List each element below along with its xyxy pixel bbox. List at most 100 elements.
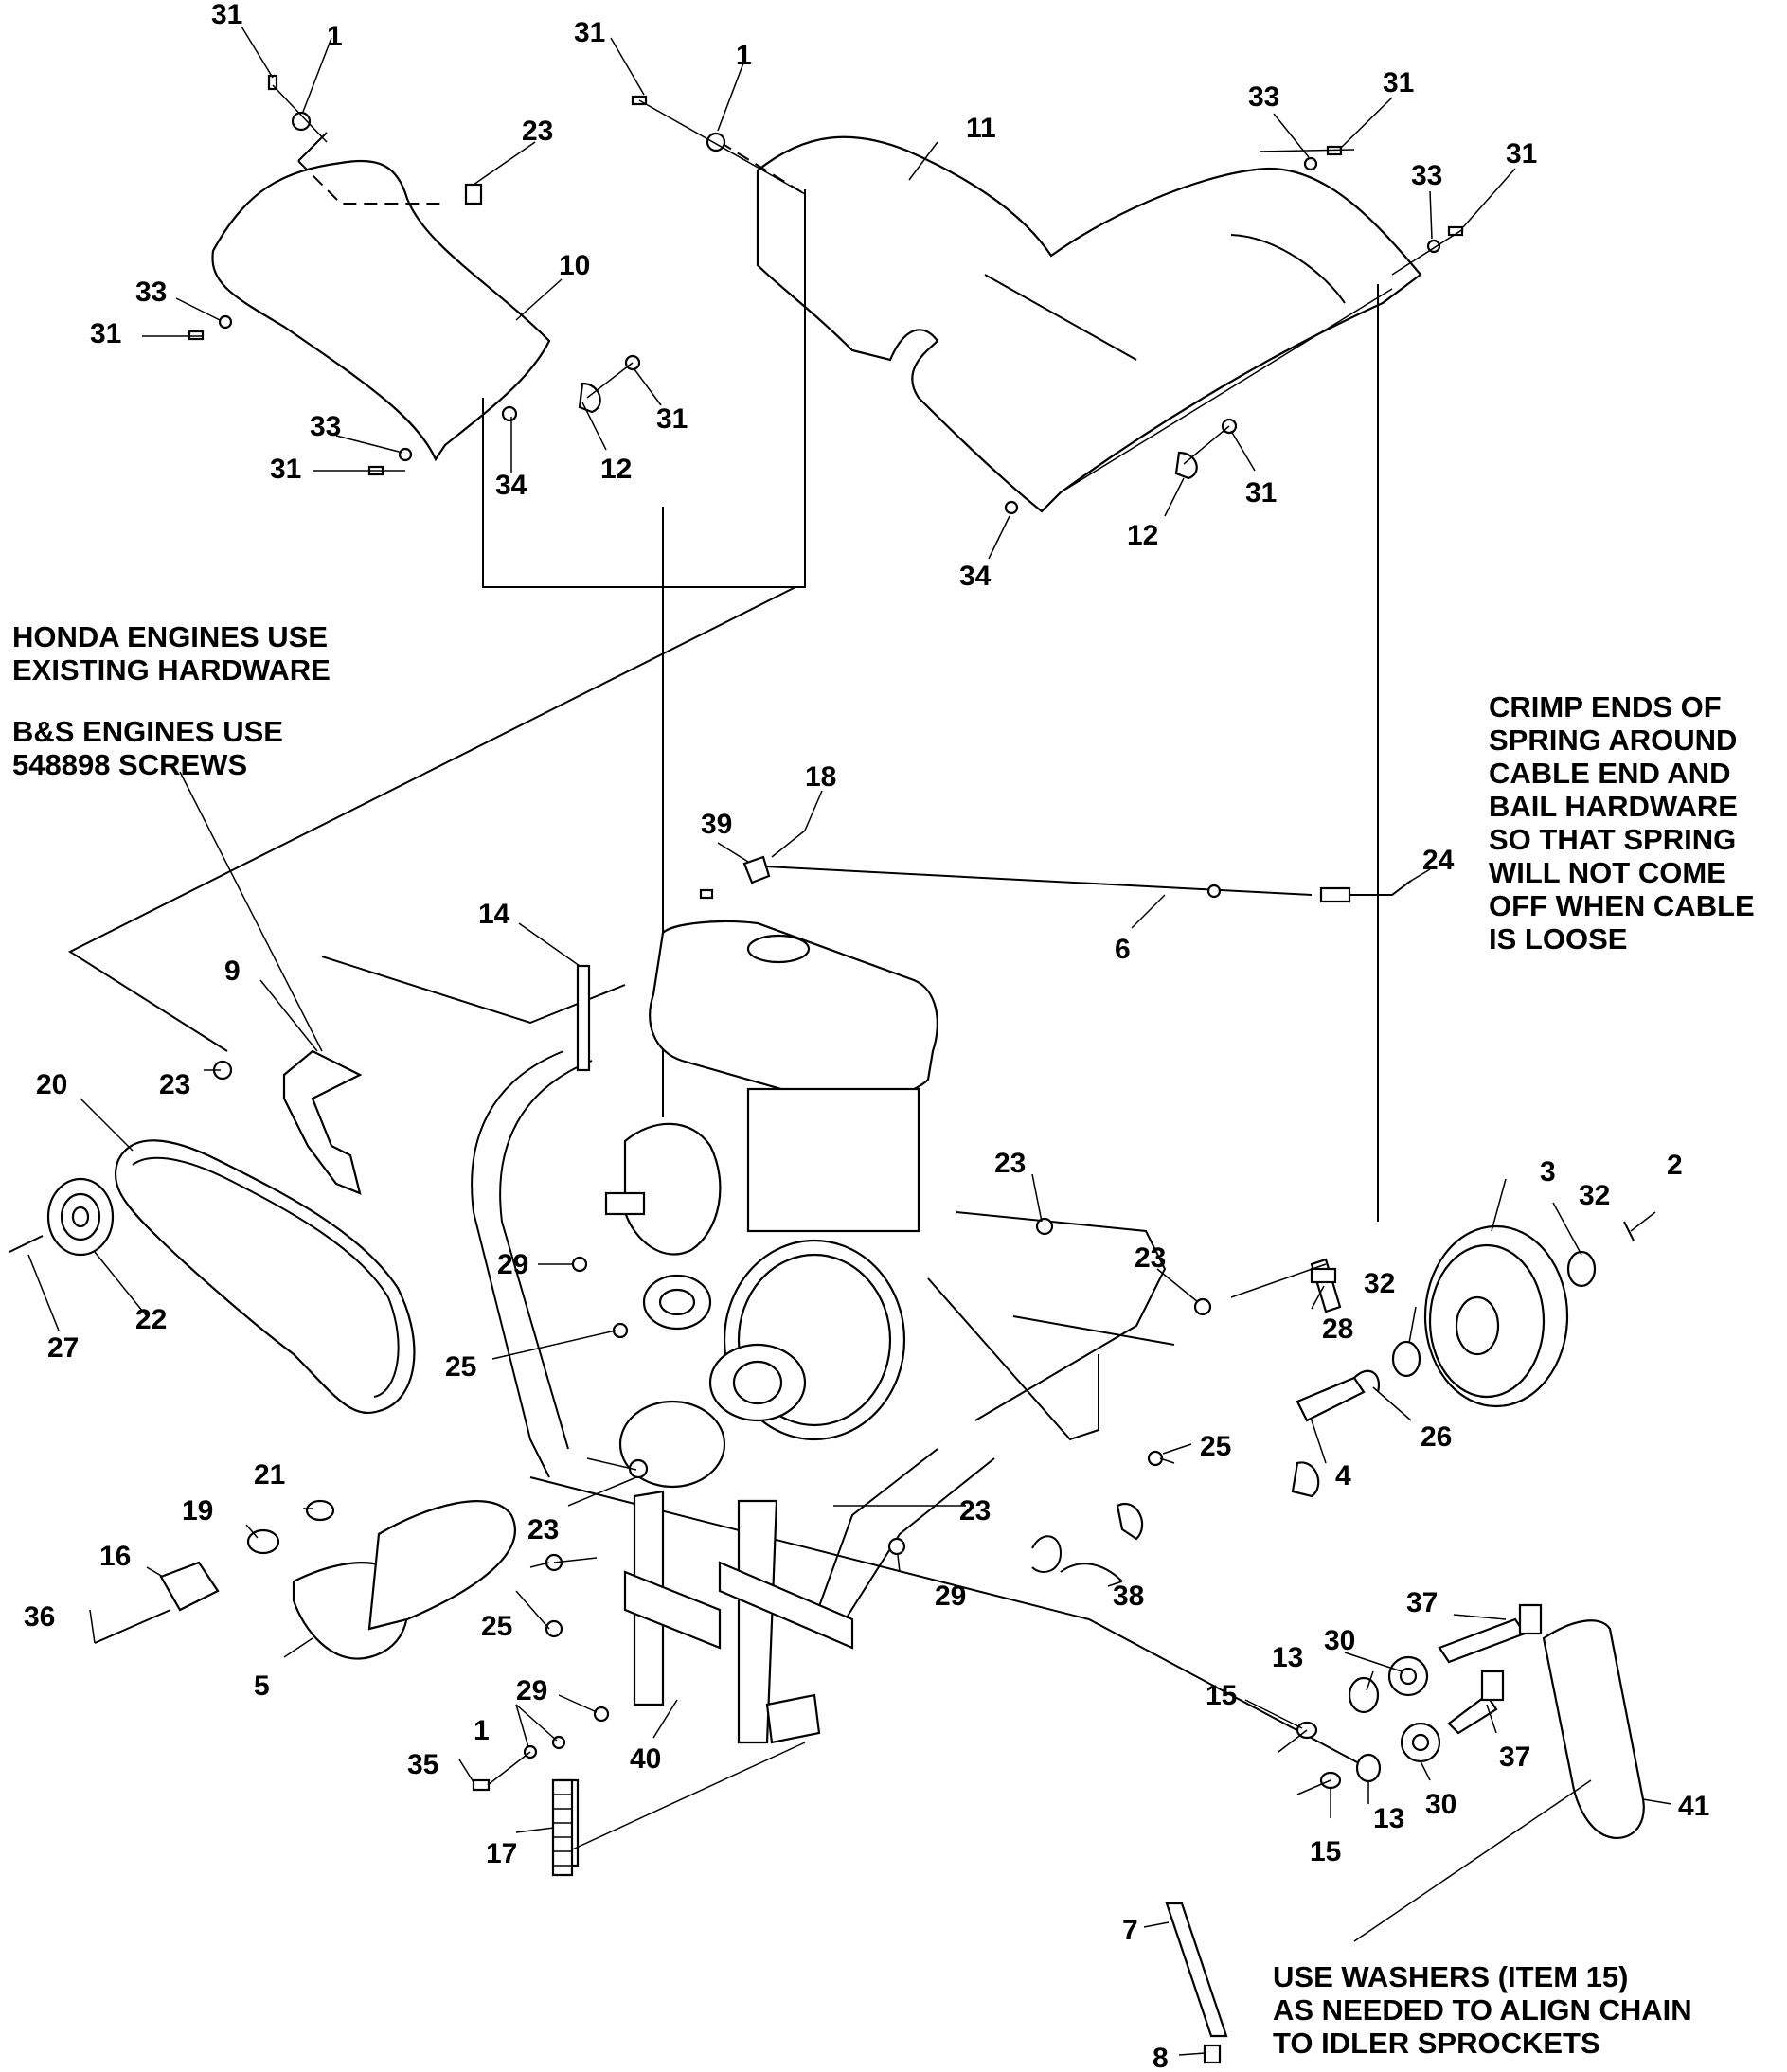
callout-9: 9 <box>224 956 241 987</box>
callout-4: 4 <box>1335 1460 1351 1491</box>
svg-text:548898 SCREWS: 548898 SCREWS <box>12 748 247 781</box>
svg-text:B&S ENGINES USE: B&S ENGINES USE <box>12 715 283 748</box>
wheel-assembly <box>1230 1221 1635 1422</box>
callout-5: 5 <box>254 1670 270 1702</box>
misc-hardware <box>571 964 1337 1582</box>
callout-23: 23 <box>1135 1242 1166 1274</box>
callout-33: 33 <box>1411 160 1442 191</box>
note-washers: USE WASHERS (ITEM 15) AS NEEDED TO ALIGN… <box>1273 1960 1692 2060</box>
note-honda: HONDA ENGINES USE EXISTING HARDWARE <box>12 620 331 687</box>
callout-1: 1 <box>327 21 343 52</box>
svg-text:HONDA ENGINES USE: HONDA ENGINES USE <box>12 620 328 653</box>
callout-37: 37 <box>1499 1742 1530 1773</box>
callout-31: 31 <box>656 403 688 435</box>
callout-31: 31 <box>574 17 605 48</box>
callout-3: 3 <box>1540 1156 1556 1188</box>
callout-33: 33 <box>1248 81 1279 113</box>
callout-10: 10 <box>559 250 590 281</box>
callout-23: 23 <box>527 1514 559 1545</box>
callout-6: 6 <box>1115 934 1131 965</box>
v-belt <box>114 1139 416 1414</box>
callout-23: 23 <box>994 1148 1026 1179</box>
callout-32: 32 <box>1579 1180 1610 1211</box>
callout-32: 32 <box>1364 1268 1395 1299</box>
callout-34: 34 <box>495 470 527 501</box>
callout-25: 25 <box>481 1611 512 1642</box>
cover-hardware-right <box>631 95 1464 515</box>
callout-19: 19 <box>182 1495 213 1527</box>
svg-text:BAIL HARDWARE: BAIL HARDWARE <box>1489 790 1738 823</box>
callout-30: 30 <box>1425 1789 1456 1820</box>
callout-33: 33 <box>310 411 341 442</box>
callout-34: 34 <box>959 561 992 592</box>
lower-left-parts <box>94 1499 516 1660</box>
callout-12: 12 <box>600 454 632 485</box>
callout-39: 39 <box>701 809 732 840</box>
idler-sprockets <box>1278 1603 1543 1795</box>
callout-25: 25 <box>1200 1431 1231 1462</box>
callout-27: 27 <box>47 1332 79 1364</box>
cover-hardware-left <box>142 74 641 476</box>
callout-17: 17 <box>486 1838 517 1869</box>
callout-31: 31 <box>270 454 301 485</box>
svg-text:TO IDLER SPROCKETS: TO IDLER SPROCKETS <box>1273 2027 1600 2060</box>
callout-23: 23 <box>959 1495 991 1527</box>
callout-13: 13 <box>1272 1642 1303 1673</box>
note-briggs: B&S ENGINES USE 548898 SCREWS <box>12 715 283 781</box>
callout-23: 23 <box>522 116 553 147</box>
lower-linkage <box>472 1458 1063 1867</box>
callout-33: 33 <box>135 277 167 308</box>
engine <box>604 920 938 1256</box>
callout-25: 25 <box>445 1351 476 1383</box>
callout-numbers: 31 1 23 10 33 31 33 31 34 12 31 31 1 11 … <box>24 0 1709 2072</box>
callout-13: 13 <box>1373 1803 1404 1834</box>
callout-36: 36 <box>24 1601 55 1633</box>
callout-7: 7 <box>1122 1915 1138 1946</box>
callout-31: 31 <box>1506 138 1537 170</box>
callout-31: 31 <box>1383 67 1414 98</box>
callout-12: 12 <box>1127 520 1158 551</box>
callout-2: 2 <box>1667 1150 1683 1181</box>
callout-16: 16 <box>99 1541 131 1572</box>
callout-20: 20 <box>36 1069 67 1100</box>
svg-text:SPRING AROUND: SPRING AROUND <box>1489 723 1737 757</box>
callout-8: 8 <box>1153 2043 1169 2072</box>
callout-35: 35 <box>407 1749 438 1780</box>
svg-text:WILL NOT COME: WILL NOT COME <box>1489 856 1726 889</box>
callout-1: 1 <box>736 40 752 71</box>
callout-30: 30 <box>1324 1625 1355 1656</box>
drive-pulley <box>618 1239 906 1489</box>
drive-chain <box>1165 1902 1228 2064</box>
callout-29: 29 <box>497 1249 528 1280</box>
callout-31: 31 <box>211 0 242 30</box>
svg-text:AS NEEDED TO ALIGN CHAIN: AS NEEDED TO ALIGN CHAIN <box>1273 1993 1692 2027</box>
chain-guard <box>1353 1619 1645 1942</box>
callout-28: 28 <box>1322 1313 1353 1345</box>
svg-text:EXISTING HARDWARE: EXISTING HARDWARE <box>12 653 331 687</box>
callout-24: 24 <box>1422 845 1455 876</box>
callout-1: 1 <box>474 1715 490 1746</box>
callout-40: 40 <box>630 1743 661 1775</box>
callout-31: 31 <box>1245 477 1277 509</box>
frame <box>471 1050 1374 1772</box>
small-pulley <box>9 1177 115 1257</box>
belt-guard-large <box>719 135 1422 513</box>
callout-22: 22 <box>135 1304 167 1335</box>
idler-bracket <box>212 1049 363 1195</box>
callout-23: 23 <box>159 1069 190 1100</box>
callout-37: 37 <box>1406 1587 1438 1618</box>
svg-text:USE WASHERS (ITEM 15): USE WASHERS (ITEM 15) <box>1273 1960 1629 1993</box>
callout-29: 29 <box>935 1581 966 1612</box>
belt-guard-small <box>211 132 551 462</box>
callout-41: 41 <box>1678 1791 1709 1822</box>
svg-text:OFF WHEN CABLE: OFF WHEN CABLE <box>1489 889 1755 922</box>
leader-lines <box>27 26 1672 2056</box>
callout-26: 26 <box>1421 1421 1452 1453</box>
callout-18: 18 <box>805 761 836 793</box>
callout-29: 29 <box>516 1675 547 1706</box>
extension-spring <box>551 1778 574 1877</box>
callout-11: 11 <box>966 113 996 144</box>
callout-38: 38 <box>1113 1581 1144 1612</box>
note-crimp-spring: CRIMP ENDS OF SPRING AROUND CABLE END AN… <box>1489 690 1755 956</box>
